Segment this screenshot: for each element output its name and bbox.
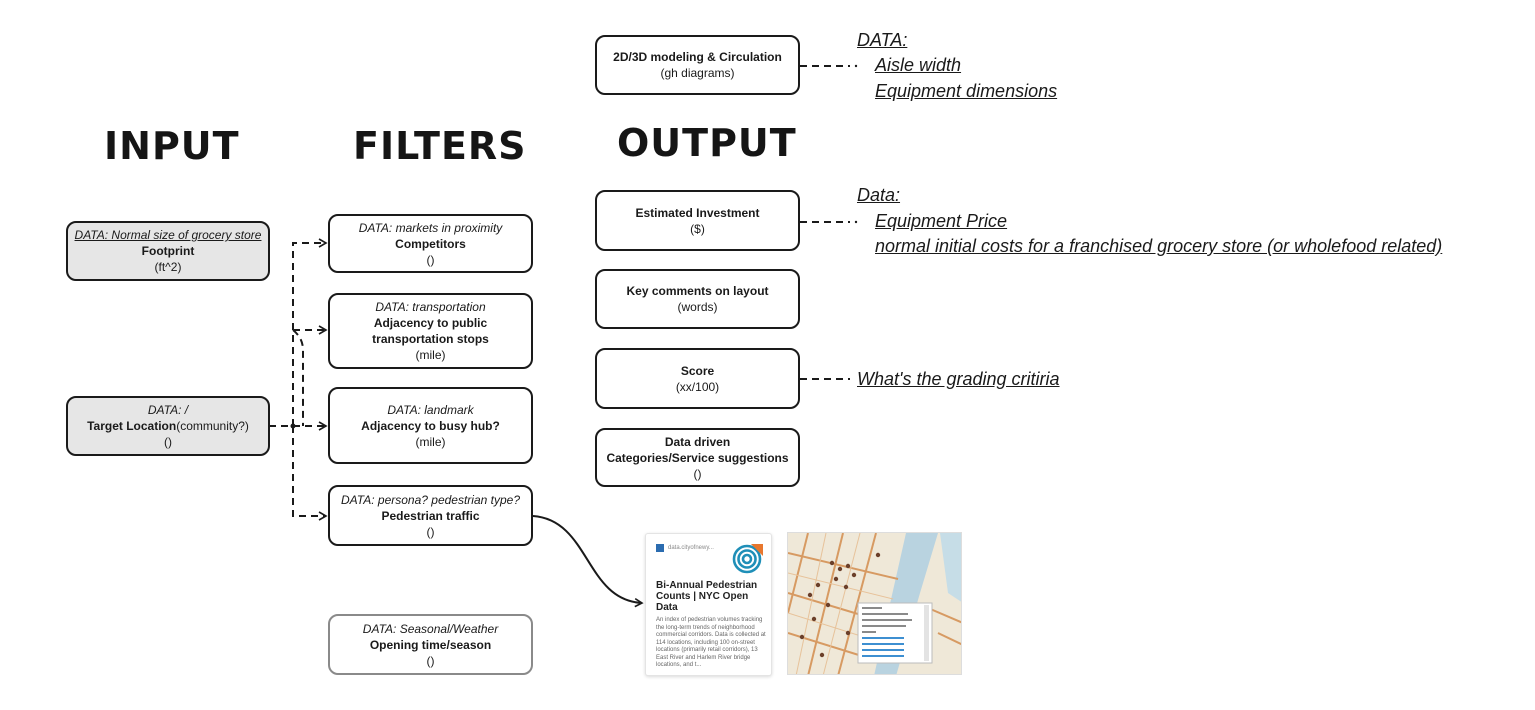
dataset-card[interactable]: data.cityofnewy... Bi-Annual Pedestrian …	[645, 533, 772, 676]
map-graphic	[788, 533, 961, 674]
hub-data-label: DATA: landmark	[387, 402, 474, 417]
filter-pedestrian-box[interactable]: DATA: persona? pedestrian type? Pedestri…	[328, 485, 533, 546]
transport-title-line2: transportation stops	[372, 332, 489, 346]
opening-title: Opening time/season	[369, 637, 492, 652]
hub-title: Adjacency to busy hub?	[361, 418, 500, 433]
competitors-title: Competitors	[395, 236, 466, 251]
modeling-note-item: Aisle width	[875, 55, 962, 75]
footprint-data-label: DATA: Normal size of grocery store	[74, 228, 262, 242]
dataset-description: An index of pedestrian volumes tracking …	[656, 617, 766, 668]
pedestrian-data-label: DATA: persona? pedestrian type?	[341, 492, 520, 507]
footprint-title: Footprint	[141, 244, 195, 258]
filter-hub-box[interactable]: DATA: landmark Adjacency to busy hub? (m…	[328, 387, 533, 464]
investment-note-item: Equipment Price	[875, 211, 1008, 231]
competitors-data-label: DATA: markets in proximity	[358, 220, 503, 235]
modeling-title: 2D/3D modeling & Circulation	[613, 50, 782, 64]
input-location-box[interactable]: DATA: / Target Location(community?) ()	[66, 396, 270, 456]
comments-title: Key comments on layout	[626, 284, 769, 298]
categories-title-line1: Data driven	[664, 434, 731, 449]
modeling-note-header: DATA:	[857, 30, 908, 50]
categories-title-line2: Categories/Service suggestions	[606, 450, 789, 465]
output-score-box[interactable]: Score (xx/100)	[595, 348, 800, 409]
transport-unit: (mile)	[415, 348, 446, 362]
pedestrian-unit: ()	[426, 524, 435, 539]
investment-unit: ($)	[690, 221, 705, 236]
heading-output: OUTPUT	[617, 121, 797, 165]
transport-title-line1: Adjacency to public	[373, 316, 488, 330]
modeling-unit: (gh diagrams)	[660, 66, 735, 80]
dataset-source-text: data.cityofnewy...	[668, 545, 714, 551]
opening-data-label: DATA: Seasonal/Weather	[362, 621, 499, 636]
input-footprint-box[interactable]: DATA: Normal size of grocery store Footp…	[66, 221, 270, 281]
location-unit: ()	[164, 435, 172, 449]
location-title: Target Location	[87, 419, 177, 433]
filter-opening-box[interactable]: DATA: Seasonal/Weather Opening time/seas…	[328, 614, 533, 675]
dataset-source: data.cityofnewy...	[656, 544, 714, 552]
nyc-open-data-logo-icon	[732, 544, 763, 574]
connector-footprint-branch	[292, 329, 304, 426]
location-title-line: Target Location(community?)	[87, 418, 249, 434]
heading-input: INPUT	[104, 124, 240, 168]
investment-note-header: Data:	[857, 185, 901, 205]
source-favicon-icon	[656, 544, 664, 552]
location-title-suffix: (community?)	[176, 419, 249, 433]
location-data-label: DATA: /	[147, 403, 189, 417]
score-unit: (xx/100)	[675, 379, 720, 394]
hub-unit: (mile)	[415, 434, 446, 449]
investment-note-item: normal initial costs for a franchised gr…	[875, 236, 1443, 256]
filter-competitors-box[interactable]: DATA: markets in proximity Competitors (…	[328, 214, 533, 273]
output-comments-box[interactable]: Key comments on layout (words)	[595, 269, 800, 329]
competitors-unit: ()	[426, 252, 435, 267]
connector-pedestrian-to-card	[532, 515, 644, 608]
heading-filters: FILTERS	[353, 124, 527, 168]
dataset-title: Bi-Annual Pedestrian Counts | NYC Open D…	[656, 580, 758, 613]
pedestrian-map-thumbnail[interactable]	[787, 532, 962, 675]
output-categories-box[interactable]: Data driven Categories/Service suggestio…	[595, 428, 800, 487]
pedestrian-title: Pedestrian traffic	[381, 508, 480, 523]
investment-title: Estimated Investment	[635, 205, 760, 220]
output-investment-box[interactable]: Estimated Investment ($)	[595, 190, 800, 251]
output-modeling-box[interactable]: 2D/3D modeling & Circulation (gh diagram…	[595, 35, 800, 95]
score-title: Score	[680, 363, 715, 378]
footprint-unit: (ft^2)	[154, 260, 182, 274]
modeling-note-item: Equipment dimensions	[875, 81, 1058, 101]
score-note: What's the grading critiria	[857, 369, 1060, 389]
filter-transport-box[interactable]: DATA: transportation Adjacency to public…	[328, 293, 533, 369]
connector-to-competitors	[292, 238, 328, 426]
transport-data-label: DATA: transportation	[375, 300, 486, 314]
opening-unit: ()	[426, 653, 435, 668]
comments-unit: (words)	[677, 300, 718, 314]
connector-to-pedestrian	[292, 426, 328, 521]
categories-unit: ()	[693, 466, 702, 481]
